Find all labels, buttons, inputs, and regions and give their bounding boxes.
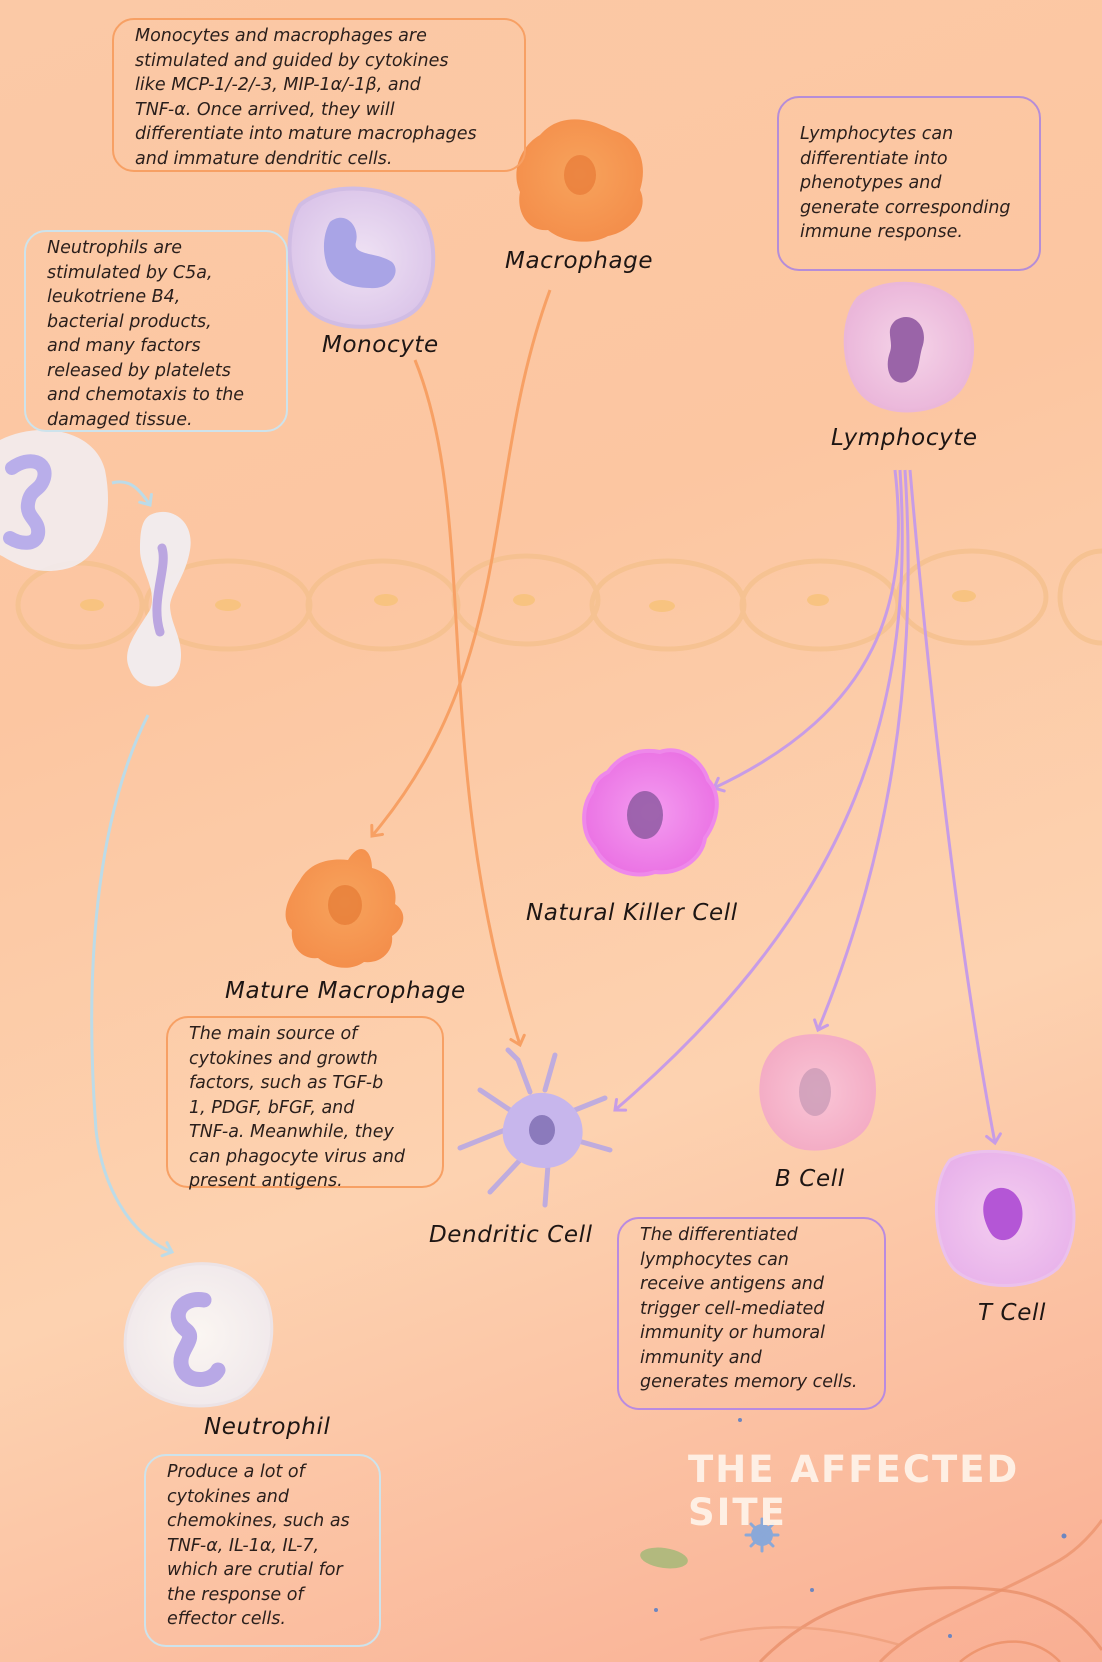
monocyte-cell [287,186,436,329]
label-macrophage: Macrophage [505,248,654,274]
b-cell [759,1034,876,1151]
label-mature-macrophage: Mature Macrophage [225,978,466,1004]
neutrophil-cytokines-note: Produce a lot of cytokines and chemokine… [144,1454,381,1647]
arrow-monocyte-to-dendritic [413,359,526,1048]
arrow-lymphocyte-to-tcell [908,469,1002,1146]
label-t-cell: T Cell [978,1300,1046,1326]
debris-specks [654,1418,1067,1638]
lymphocyte-differentiation-note: Lymphocytes can differentiate into pheno… [777,96,1041,271]
label-lymphocyte: Lymphocyte [831,425,978,451]
monocyte-macrophage-note: Monocytes and macrophages are stimulated… [112,18,526,172]
virus-icon [744,1517,780,1553]
affected-site-decoration [699,1519,1102,1662]
arrow-transmigration [111,480,153,507]
arrow-neutrophil-path [90,714,175,1258]
label-neutrophil: Neutrophil [204,1414,331,1440]
arrow-lymphocyte-to-bcell [813,469,910,1033]
vessel-wall-nuclei [80,590,976,612]
label-monocyte: Monocyte [322,332,439,358]
differentiated-lymphocytes-note: The differentiated lymphocytes can recei… [617,1217,886,1410]
natural-killer-cell [582,748,719,877]
mature-macrophage-note: The main source of cytokines and growth … [166,1016,444,1191]
arrow-lymphocyte-to-dendritic [613,469,904,1112]
t-cell [934,1149,1076,1287]
neutrophil-chemotaxis-note: Neutrophils are stimulated by C5a, leuko… [24,230,288,432]
vessel-wall [15,548,1102,652]
label-dendritic-cell: Dendritic Cell [429,1222,593,1248]
label-natural-killer-cell: Natural Killer Cell [526,900,738,926]
neutrophil-cell [123,1262,274,1408]
mature-macrophage-cell [285,848,404,968]
bacteria-icon [640,1547,688,1569]
neutrophil-in-vessel [0,430,108,572]
lymphocyte-cell [843,281,975,413]
affected-site-title: THE AFFECTED SITE [688,1448,1020,1534]
arrow-lymphocyte-to-nk [711,469,900,793]
label-b-cell: B Cell [775,1166,845,1192]
macrophage-cell [516,119,643,242]
neutrophil-transmigrating [127,511,191,687]
dendritic-cell [457,1047,613,1208]
arrow-macrophage-to-mature [370,289,552,838]
